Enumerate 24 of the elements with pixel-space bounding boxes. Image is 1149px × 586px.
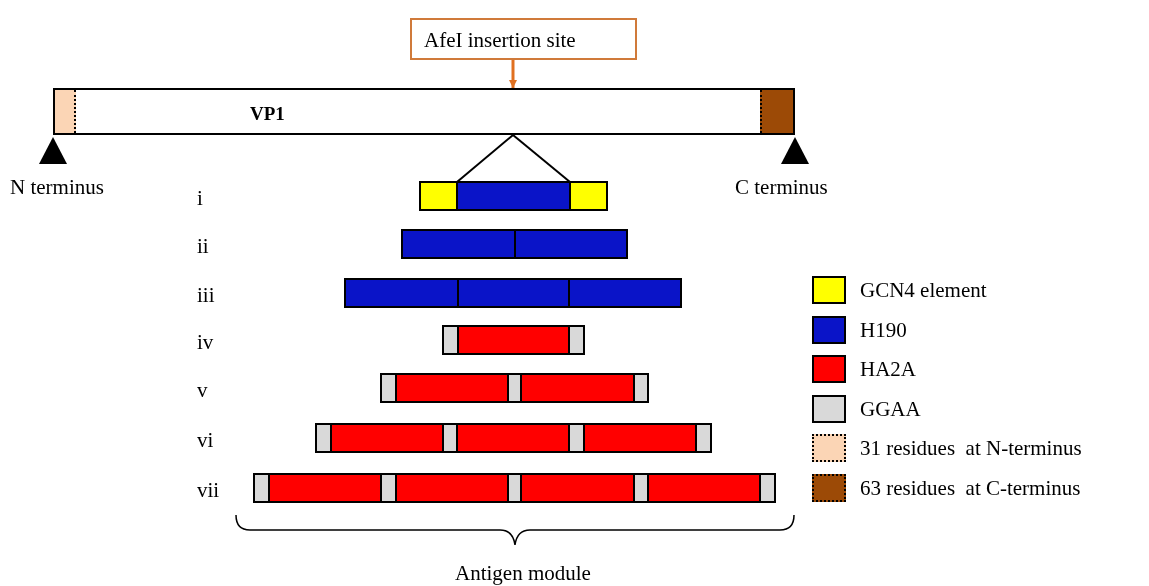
legend-label: GGAA	[860, 398, 921, 420]
legend-label: GCN4 element	[860, 280, 987, 301]
construct-number: vi	[197, 430, 214, 451]
legend-label: 31 residues at N-terminus	[860, 438, 1082, 459]
legend-label: 63 residues at C-terminus	[860, 477, 1081, 499]
expansion-line	[456, 134, 514, 183]
site-label: AfeI insertion site	[424, 30, 576, 51]
terminus-label: N terminus	[10, 177, 104, 198]
construct-number: ii	[197, 236, 209, 257]
arrow	[509, 60, 517, 88]
construct-number: vii	[197, 480, 220, 501]
protein-label: VP1	[250, 104, 285, 123]
module-label: Antigen module	[455, 563, 591, 584]
construct-number: iii	[197, 285, 215, 306]
expansion-line	[512, 134, 571, 183]
construct-number: v	[197, 380, 208, 401]
terminus-label: C terminus	[735, 177, 828, 198]
protein-bar	[53, 88, 795, 135]
legend-label: HA2A	[860, 359, 916, 380]
legend-label: H190	[860, 319, 907, 341]
construct-number: i	[197, 188, 203, 209]
construct-bar-drawing	[419, 181, 608, 211]
label-box	[410, 18, 637, 60]
construct-number: iv	[197, 332, 214, 353]
